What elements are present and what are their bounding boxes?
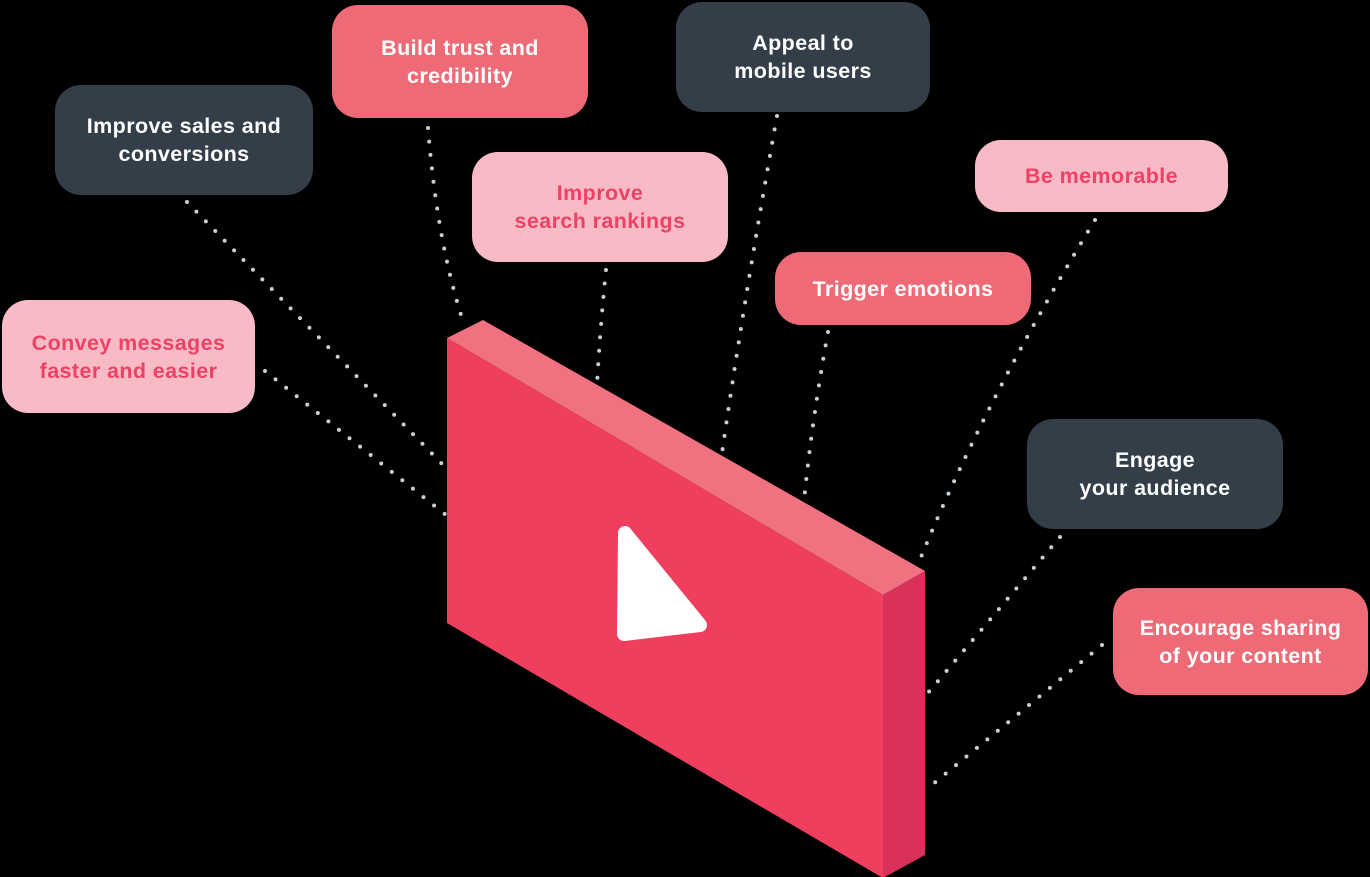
label-line: Build trust and (381, 35, 539, 60)
label-line: conversions (118, 142, 250, 166)
label-line: Improve (556, 181, 644, 205)
player-top-face (447, 320, 925, 595)
label-line: Engage (1114, 448, 1196, 472)
label-line: Be memorable (1025, 164, 1178, 188)
label-line: your audience (1079, 476, 1231, 500)
connector-convey-messages (263, 369, 448, 517)
label-build-trust: Build trust and credibility (332, 5, 588, 118)
connector-encourage-sharing (925, 643, 1104, 791)
connector-appeal-mobile (720, 114, 779, 455)
connector-be-memorable (917, 218, 1097, 564)
label-line: search rankings (514, 209, 686, 233)
label-search-rankings: Improve search rankings (472, 152, 728, 262)
label-line: Improve sales and (86, 114, 282, 138)
label-line: Convey messages (31, 330, 226, 355)
connector-trigger-emotions (802, 330, 830, 503)
label-encourage-sharing: Encourage sharing of your content (1113, 588, 1368, 695)
label-trigger-emotions: Trigger emotions (775, 252, 1031, 325)
player-side-face (883, 571, 925, 877)
label-line: credibility (407, 63, 513, 88)
connector-build-trust (426, 126, 464, 320)
label-convey-messages: Convey messages faster and easier (2, 300, 255, 413)
label-line: Encourage sharing (1139, 615, 1342, 640)
connector-improve-sales (185, 200, 448, 470)
label-line: Trigger emotions (812, 276, 994, 301)
connector-engage-audience (925, 535, 1062, 696)
label-line: mobile users (734, 59, 872, 83)
label-appeal-mobile: Appeal to mobile users (676, 2, 930, 112)
label-be-memorable: Be memorable (975, 140, 1228, 212)
label-improve-sales: Improve sales and conversions (55, 85, 313, 195)
label-engage-audience: Engage your audience (1027, 419, 1283, 529)
label-line: Appeal to (752, 31, 854, 55)
play-icon (617, 526, 707, 641)
connector-search-rankings (595, 268, 608, 387)
label-line: faster and easier (39, 358, 218, 383)
label-line: of your content (1159, 643, 1322, 668)
